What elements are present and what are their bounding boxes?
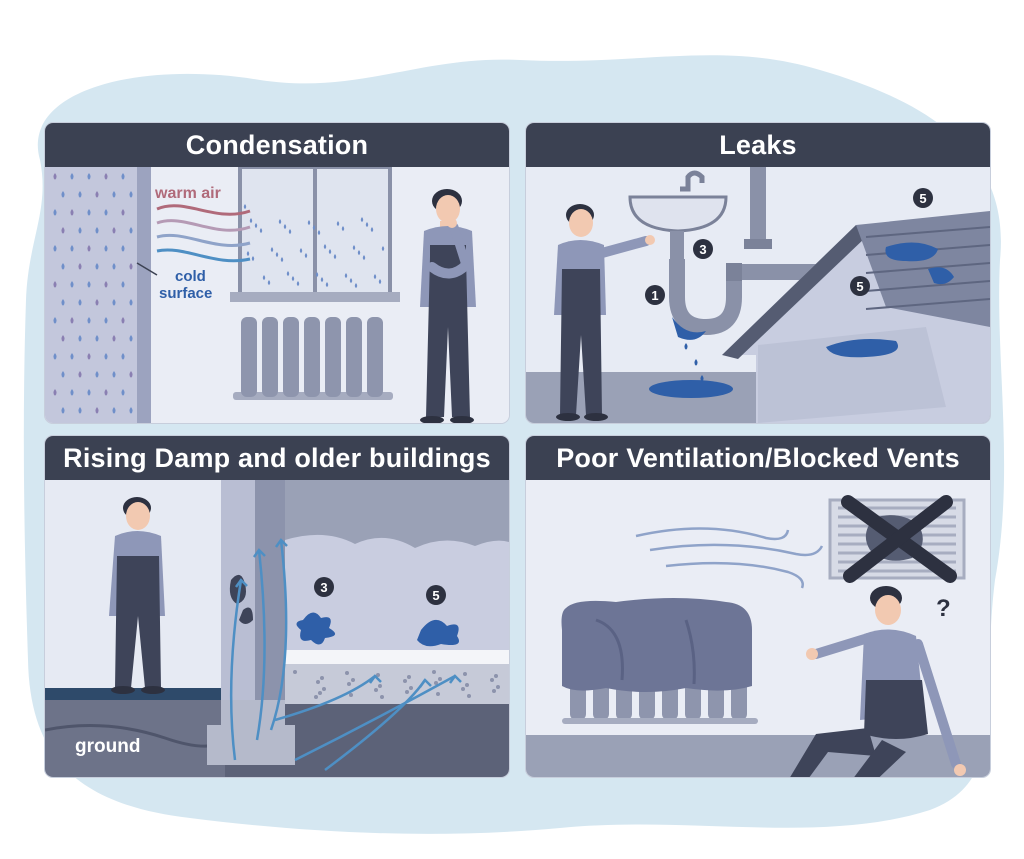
person-pointing — [554, 204, 655, 421]
leaks-title: Leaks — [526, 123, 990, 167]
leak-marker-3: 3 — [693, 239, 713, 259]
sink — [628, 170, 728, 261]
leak-marker-5-top: 5 — [913, 188, 933, 208]
condensation-panel: Condensation — [45, 123, 509, 423]
condensation-title: Condensation — [45, 123, 509, 167]
question-mark: ? — [936, 595, 951, 622]
radiator — [233, 317, 393, 400]
ventilation-panel: Poor Ventilation/Blocked Vents — [526, 436, 990, 777]
svg-text:1: 1 — [651, 288, 658, 303]
ventilation-scene: ? — [526, 480, 990, 777]
leaks-scene: 1 3 5 5 — [526, 167, 990, 423]
pipe-drips — [684, 343, 704, 382]
cold-label-line2: surface — [159, 285, 213, 302]
warm-air-label: warm air — [155, 185, 221, 202]
cold-label-line1: cold — [175, 268, 206, 285]
ground-label: ground — [75, 736, 141, 757]
blocked-vent — [828, 495, 966, 583]
leak-marker-5-side: 5 — [850, 276, 870, 296]
wall-droplets — [53, 173, 133, 414]
floor-slab — [285, 664, 509, 704]
footing — [207, 700, 295, 765]
covered-radiator — [561, 598, 758, 724]
condensation-scene — [45, 167, 509, 423]
svg-text:3: 3 — [320, 580, 327, 595]
leak-marker-1: 1 — [645, 285, 665, 305]
svg-text:5: 5 — [856, 279, 863, 294]
rising-damp-panel: Rising Damp and older buildings — [45, 436, 509, 777]
floor-puddle — [649, 380, 733, 398]
ground-surface — [45, 688, 225, 700]
svg-text:5: 5 — [919, 191, 926, 206]
window — [230, 167, 400, 302]
person-sitting-confused — [790, 586, 966, 777]
roof — [722, 211, 990, 423]
rising-damp-scene: 3 5 — [45, 480, 509, 777]
damp-marker-3: 3 — [314, 577, 334, 597]
damp-marker-5: 5 — [426, 585, 446, 605]
moisture-arrows — [229, 538, 462, 771]
rising-damp-title: Rising Damp and older buildings — [45, 436, 509, 480]
svg-text:3: 3 — [699, 242, 706, 257]
air-flow-lines — [635, 527, 824, 589]
cold-wall — [45, 167, 137, 423]
u-trap-pipe — [669, 259, 826, 336]
person-standing — [109, 497, 165, 694]
leaks-panel: Leaks — [526, 123, 990, 423]
ventilation-title: Poor Ventilation/Blocked Vents — [526, 436, 990, 480]
person-thinking — [420, 189, 476, 423]
warm-air-flow — [156, 204, 251, 263]
svg-text:5: 5 — [432, 588, 439, 603]
